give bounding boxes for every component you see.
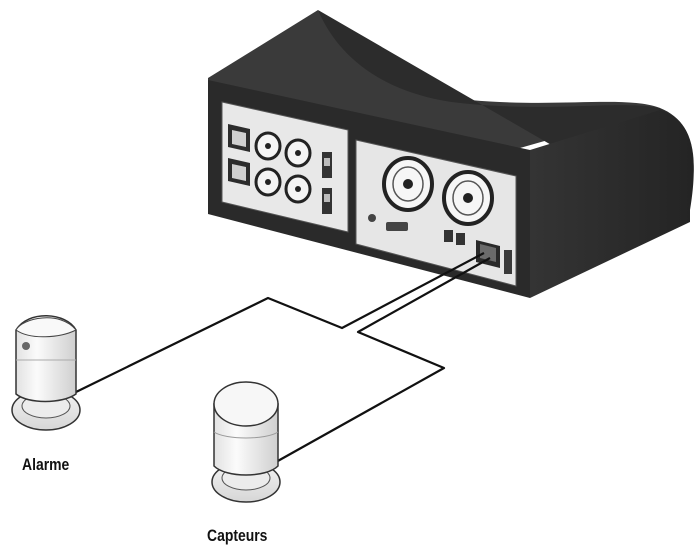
alarm-indicator-light — [22, 342, 30, 350]
ups-side-face — [530, 110, 694, 298]
network-port-2 — [456, 233, 465, 245]
usb-port — [368, 214, 376, 222]
connector-right — [504, 250, 512, 274]
sensor-device — [211, 381, 281, 503]
breaker-top — [322, 152, 332, 178]
alarm-body — [15, 315, 77, 403]
sensor-dome — [213, 381, 279, 427]
fan-small-4 — [284, 174, 312, 204]
ups-device — [208, 10, 694, 298]
serial-port — [386, 222, 408, 231]
ups-rear-panel-left — [221, 101, 349, 233]
alarm-label: Alarme — [22, 455, 70, 474]
breaker-bottom — [322, 188, 332, 214]
fan-large-1 — [382, 156, 434, 212]
alarm-wire — [75, 252, 485, 393]
power-socket-bottom — [228, 158, 250, 186]
fan-small-2 — [284, 138, 312, 168]
fan-large-2 — [442, 170, 494, 226]
sensor-wire — [275, 257, 491, 463]
sensors-label: Capteurs — [207, 526, 268, 545]
fan-small-3 — [254, 167, 282, 197]
fan-small-1 — [254, 131, 282, 161]
network-port-1 — [444, 230, 453, 242]
terminal-block — [476, 240, 500, 268]
power-socket-top — [228, 124, 250, 152]
alarm-device — [11, 315, 81, 431]
